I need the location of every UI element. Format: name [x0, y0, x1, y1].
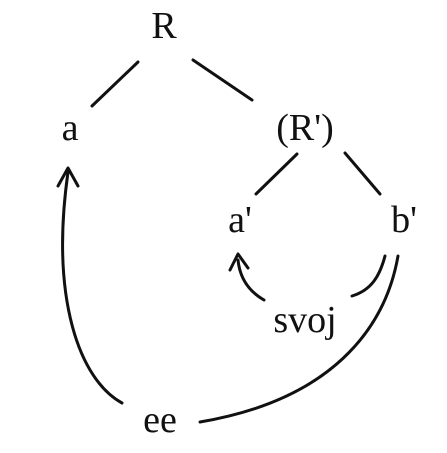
node-root: R: [151, 5, 177, 47]
node-a-prime: a': [228, 199, 252, 241]
node-b-prime: b': [391, 199, 417, 241]
node-a: a: [62, 107, 79, 149]
arrow-ee-to-a: [61, 170, 124, 405]
node-ee: ee: [143, 399, 177, 441]
edge-rprime-to-aprime: [254, 152, 299, 196]
edge-rprime-to-bprime: [343, 151, 382, 196]
arrowhead-ee-to-a: [56, 166, 80, 188]
line-bprime-to-svoj: [350, 254, 387, 298]
arrowhead-svoj-to-aprime: [228, 252, 250, 272]
edge-r-to-a: [90, 60, 140, 108]
node-r-prime: (R'): [276, 107, 334, 149]
arrow-svoj-to-aprime: [236, 258, 266, 302]
node-svoj: svoj: [273, 299, 336, 341]
edge-r-to-rprime: [191, 58, 254, 102]
line-bprime-to-ee: [198, 254, 400, 424]
